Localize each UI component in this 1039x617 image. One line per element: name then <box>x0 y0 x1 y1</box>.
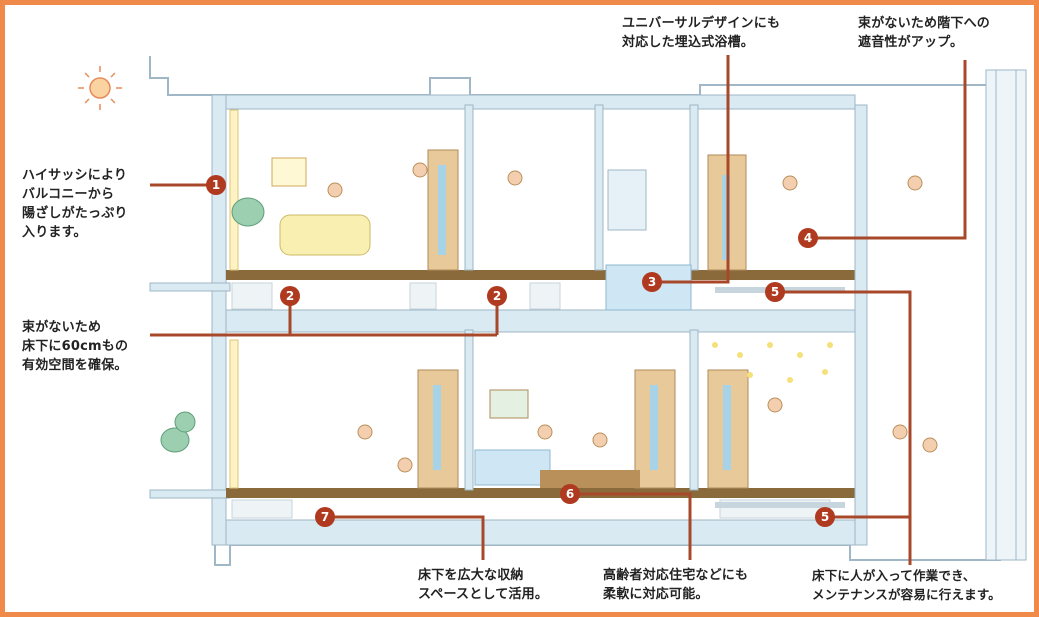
svg-text:4: 4 <box>804 231 812 245</box>
marker-5-lower: 5 <box>815 507 835 527</box>
marker-group: 1 2 2 3 4 5 5 6 7 <box>206 175 835 527</box>
annotation-underfloor-space: 束がないため 床下に60cmもの 有効空間を確保。 <box>22 320 129 373</box>
marker-1: 1 <box>206 175 226 195</box>
annotation-elderly-housing: 高齢者対応住宅などにも 柔軟に対応可能。 <box>603 568 749 602</box>
marker-6: 6 <box>560 484 580 504</box>
marker-2-left: 2 <box>280 286 300 306</box>
svg-text:5: 5 <box>771 285 779 299</box>
annotation-universal-bath: ユニバーサルデザインにも 対応した埋込式浴槽。 <box>622 16 781 50</box>
svg-text:6: 6 <box>566 487 574 501</box>
svg-text:2: 2 <box>493 289 501 303</box>
svg-text:7: 7 <box>321 510 329 524</box>
leader-lines <box>150 55 967 565</box>
annotation-maintenance: 床下に人が入って作業でき、 メンテナンスが容易に行えます。 <box>812 568 1002 602</box>
sun-icon <box>78 66 122 110</box>
svg-text:2: 2 <box>286 289 294 303</box>
marker-4: 4 <box>798 228 818 248</box>
marker-3: 3 <box>642 272 662 292</box>
svg-text:5: 5 <box>821 510 829 524</box>
annotation-storage: 床下を広大な収納 スペースとして活用。 <box>418 568 549 602</box>
svg-text:1: 1 <box>212 178 220 192</box>
annotation-soundproof: 束がないため階下への 遮音性がアップ。 <box>858 16 991 50</box>
building-structure <box>149 56 1027 566</box>
marker-5-upper: 5 <box>765 282 785 302</box>
annotation-balcony-sunlight: ハイサッシにより バルコニーから 陽ざしがたっぷり 入ります。 <box>22 168 128 240</box>
svg-text:3: 3 <box>648 275 656 289</box>
marker-7: 7 <box>315 507 335 527</box>
marker-2-right: 2 <box>487 286 507 306</box>
